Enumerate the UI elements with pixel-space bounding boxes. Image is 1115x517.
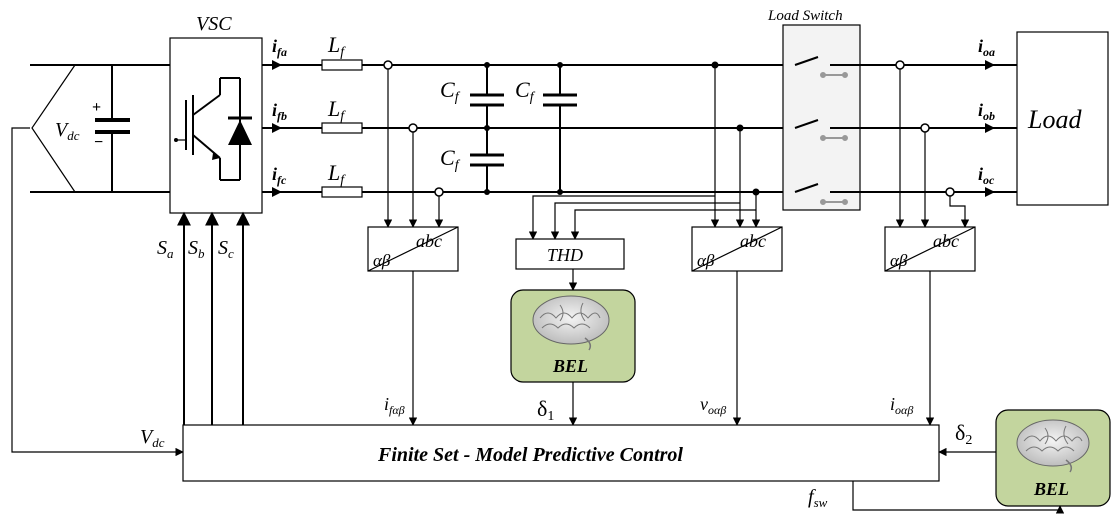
delta2-label: δ2 <box>955 420 972 448</box>
filter-capacitors: Cf Cf Cf <box>440 62 577 195</box>
ioc-label: ioc <box>978 164 995 187</box>
svg-text:αβ: αβ <box>373 251 391 270</box>
lf-label-a: Lf <box>327 32 346 60</box>
abc-ab-transform-3: αβ abc <box>884 226 976 272</box>
load-block: Load <box>1016 31 1109 206</box>
iob-label: iob <box>978 100 995 123</box>
sc-label: Sc <box>218 237 234 261</box>
bel-block-2: BEL δ2 fsw <box>808 409 1111 514</box>
svg-text:THD: THD <box>547 245 583 265</box>
svg-text:abc: abc <box>416 231 442 251</box>
ifb-label: ifb <box>272 100 287 123</box>
svg-text:−: − <box>94 134 103 151</box>
dc-link-capacitor: + − <box>92 65 130 192</box>
lf-label-c: Lf <box>327 160 346 188</box>
svg-text:αβ: αβ <box>890 251 908 270</box>
vdc-label: Vdc <box>55 119 80 143</box>
brain-icon <box>532 295 610 351</box>
voltage-taps <box>528 61 761 240</box>
svg-text:abc: abc <box>933 231 959 251</box>
ifa-label: ifa <box>272 36 287 59</box>
cf-label-2: Cf <box>515 77 536 105</box>
load-switch: Load Switch <box>767 8 1017 211</box>
abc-ab-transform-2: αβ abc <box>691 226 783 272</box>
dc-source: + − Vdc <box>30 64 170 193</box>
abc-ab-transform-1: αβ abc <box>367 226 459 272</box>
sa-label: Sa <box>157 237 174 261</box>
vsc-block: VSC Sa Sb Sc <box>157 13 263 425</box>
vdc-feedback-label: Vdc <box>140 426 165 450</box>
delta1-label: δ1 <box>537 396 554 424</box>
filter-current-sensors <box>383 60 444 228</box>
load-switch-label: Load Switch <box>767 8 843 24</box>
mpc-block: Finite Set - Model Predictive Control <box>182 424 940 482</box>
mpc-label: Finite Set - Model Predictive Control <box>377 444 683 466</box>
i-o-ab-label: ioαβ <box>890 394 913 417</box>
svg-text:αβ: αβ <box>697 251 715 270</box>
lf-label-b: Lf <box>327 96 346 124</box>
cf-label-3: Cf <box>440 145 461 173</box>
svg-text:BEL: BEL <box>1033 479 1069 499</box>
output-current-sensors: ioa iob ioc <box>895 36 995 228</box>
igbt-icon <box>174 77 252 181</box>
bel-block-1: BEL <box>510 289 636 426</box>
v-o-ab-label: voαβ <box>700 394 726 417</box>
feedback-signals: ifαβ voαβ ioαβ δ1 Vdc <box>11 127 935 457</box>
brain-icon <box>1016 419 1090 473</box>
svg-text:BEL: BEL <box>552 356 588 376</box>
svg-text:abc: abc <box>740 231 766 251</box>
thd-block: THD <box>515 238 625 291</box>
load-label: Load <box>1027 105 1082 134</box>
i-f-ab-label: ifαβ <box>384 394 405 417</box>
ifc-label: ifc <box>272 164 287 187</box>
cf-label-1: Cf <box>440 77 461 105</box>
vsc-label: VSC <box>196 13 232 35</box>
filter-inductors: Lf Lf Lf <box>321 32 363 198</box>
sb-label: Sb <box>188 237 205 261</box>
fsw-label: fsw <box>808 486 828 510</box>
svg-text:+: + <box>92 99 101 116</box>
ioa-label: ioa <box>978 36 995 59</box>
